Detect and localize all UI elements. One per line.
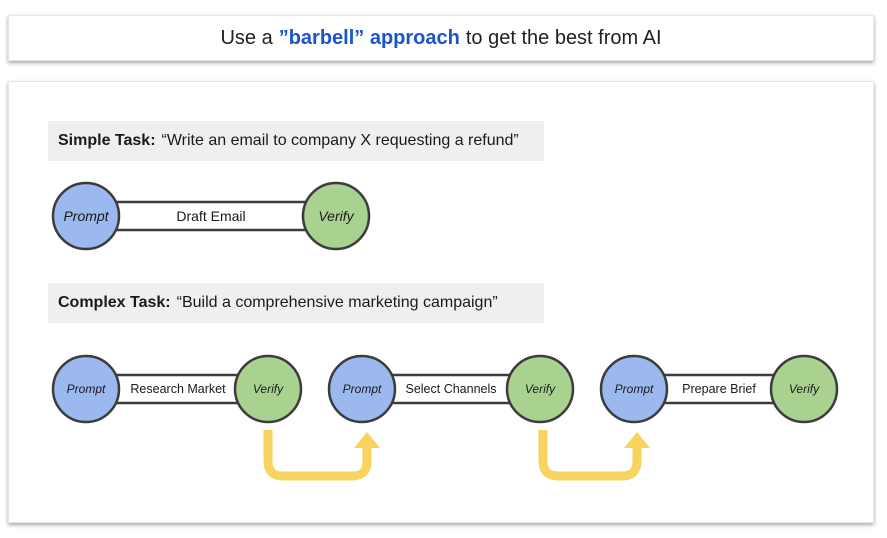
complex-task-label: Complex Task: — [58, 294, 171, 311]
title-banner: Use a ”barbell” approach to get the best… — [8, 15, 874, 61]
complex-flow-3-prompt-label: Prompt — [615, 382, 654, 396]
simple-flow: Prompt Draft Email Verify — [51, 181, 371, 251]
complex-task-text: “Build a comprehensive marketing campaig… — [176, 294, 498, 311]
complex-flow-2-step-label: Select Channels — [405, 382, 496, 396]
simple-task-box: Simple Task: “Write an email to company … — [48, 121, 544, 161]
complex-flow-2-prompt-label: Prompt — [343, 382, 382, 396]
complex-flow-3-prompt-node — [599, 354, 669, 424]
complex-flow-3-verify-node — [769, 354, 839, 424]
handoff-arrow-1 — [263, 430, 372, 481]
complex-flow-2-verify-label: Verify — [525, 382, 556, 396]
complex-flow-3: Prompt Prepare Brief Verify — [599, 354, 839, 424]
title-highlight: ”barbell” approach — [278, 26, 460, 49]
complex-flow-2: Prompt Select Channels Verify — [327, 354, 575, 424]
handoff-arrow-2 — [538, 430, 642, 481]
complex-flow-1-prompt-label: Prompt — [67, 382, 106, 396]
complex-task-box: Complex Task: “Build a comprehensive mar… — [48, 283, 544, 323]
simple-task-label: Simple Task: — [58, 132, 156, 149]
handoff-arrow-2-head — [624, 432, 650, 448]
complex-flow-2-verify-node — [505, 354, 575, 424]
simple-step-label: Draft Email — [176, 208, 245, 224]
title-suffix: to get the best from AI — [465, 26, 662, 49]
complex-flow-3-step-label: Prepare Brief — [682, 382, 756, 396]
simple-prompt-node — [51, 181, 121, 251]
simple-verify-node — [301, 181, 371, 251]
complex-flow-1-verify-label: Verify — [253, 382, 284, 396]
complex-flow-2-prompt-node — [327, 354, 397, 424]
complex-flow-3-verify-label: Verify — [789, 382, 820, 396]
title-prefix: Use a — [220, 26, 273, 49]
simple-prompt-label: Prompt — [63, 208, 109, 224]
handoff-arrows — [263, 430, 650, 481]
complex-flow-1: Prompt Research Market Verify — [51, 354, 303, 424]
complex-flow-1-step-label: Research Market — [130, 382, 226, 396]
simple-task-text: “Write an email to company X requesting … — [161, 132, 519, 149]
complex-flow-1-verify-node — [233, 354, 303, 424]
complex-flow-1-prompt-node — [51, 354, 121, 424]
handoff-arrow-1-head — [354, 432, 380, 448]
simple-verify-label: Verify — [318, 208, 354, 224]
